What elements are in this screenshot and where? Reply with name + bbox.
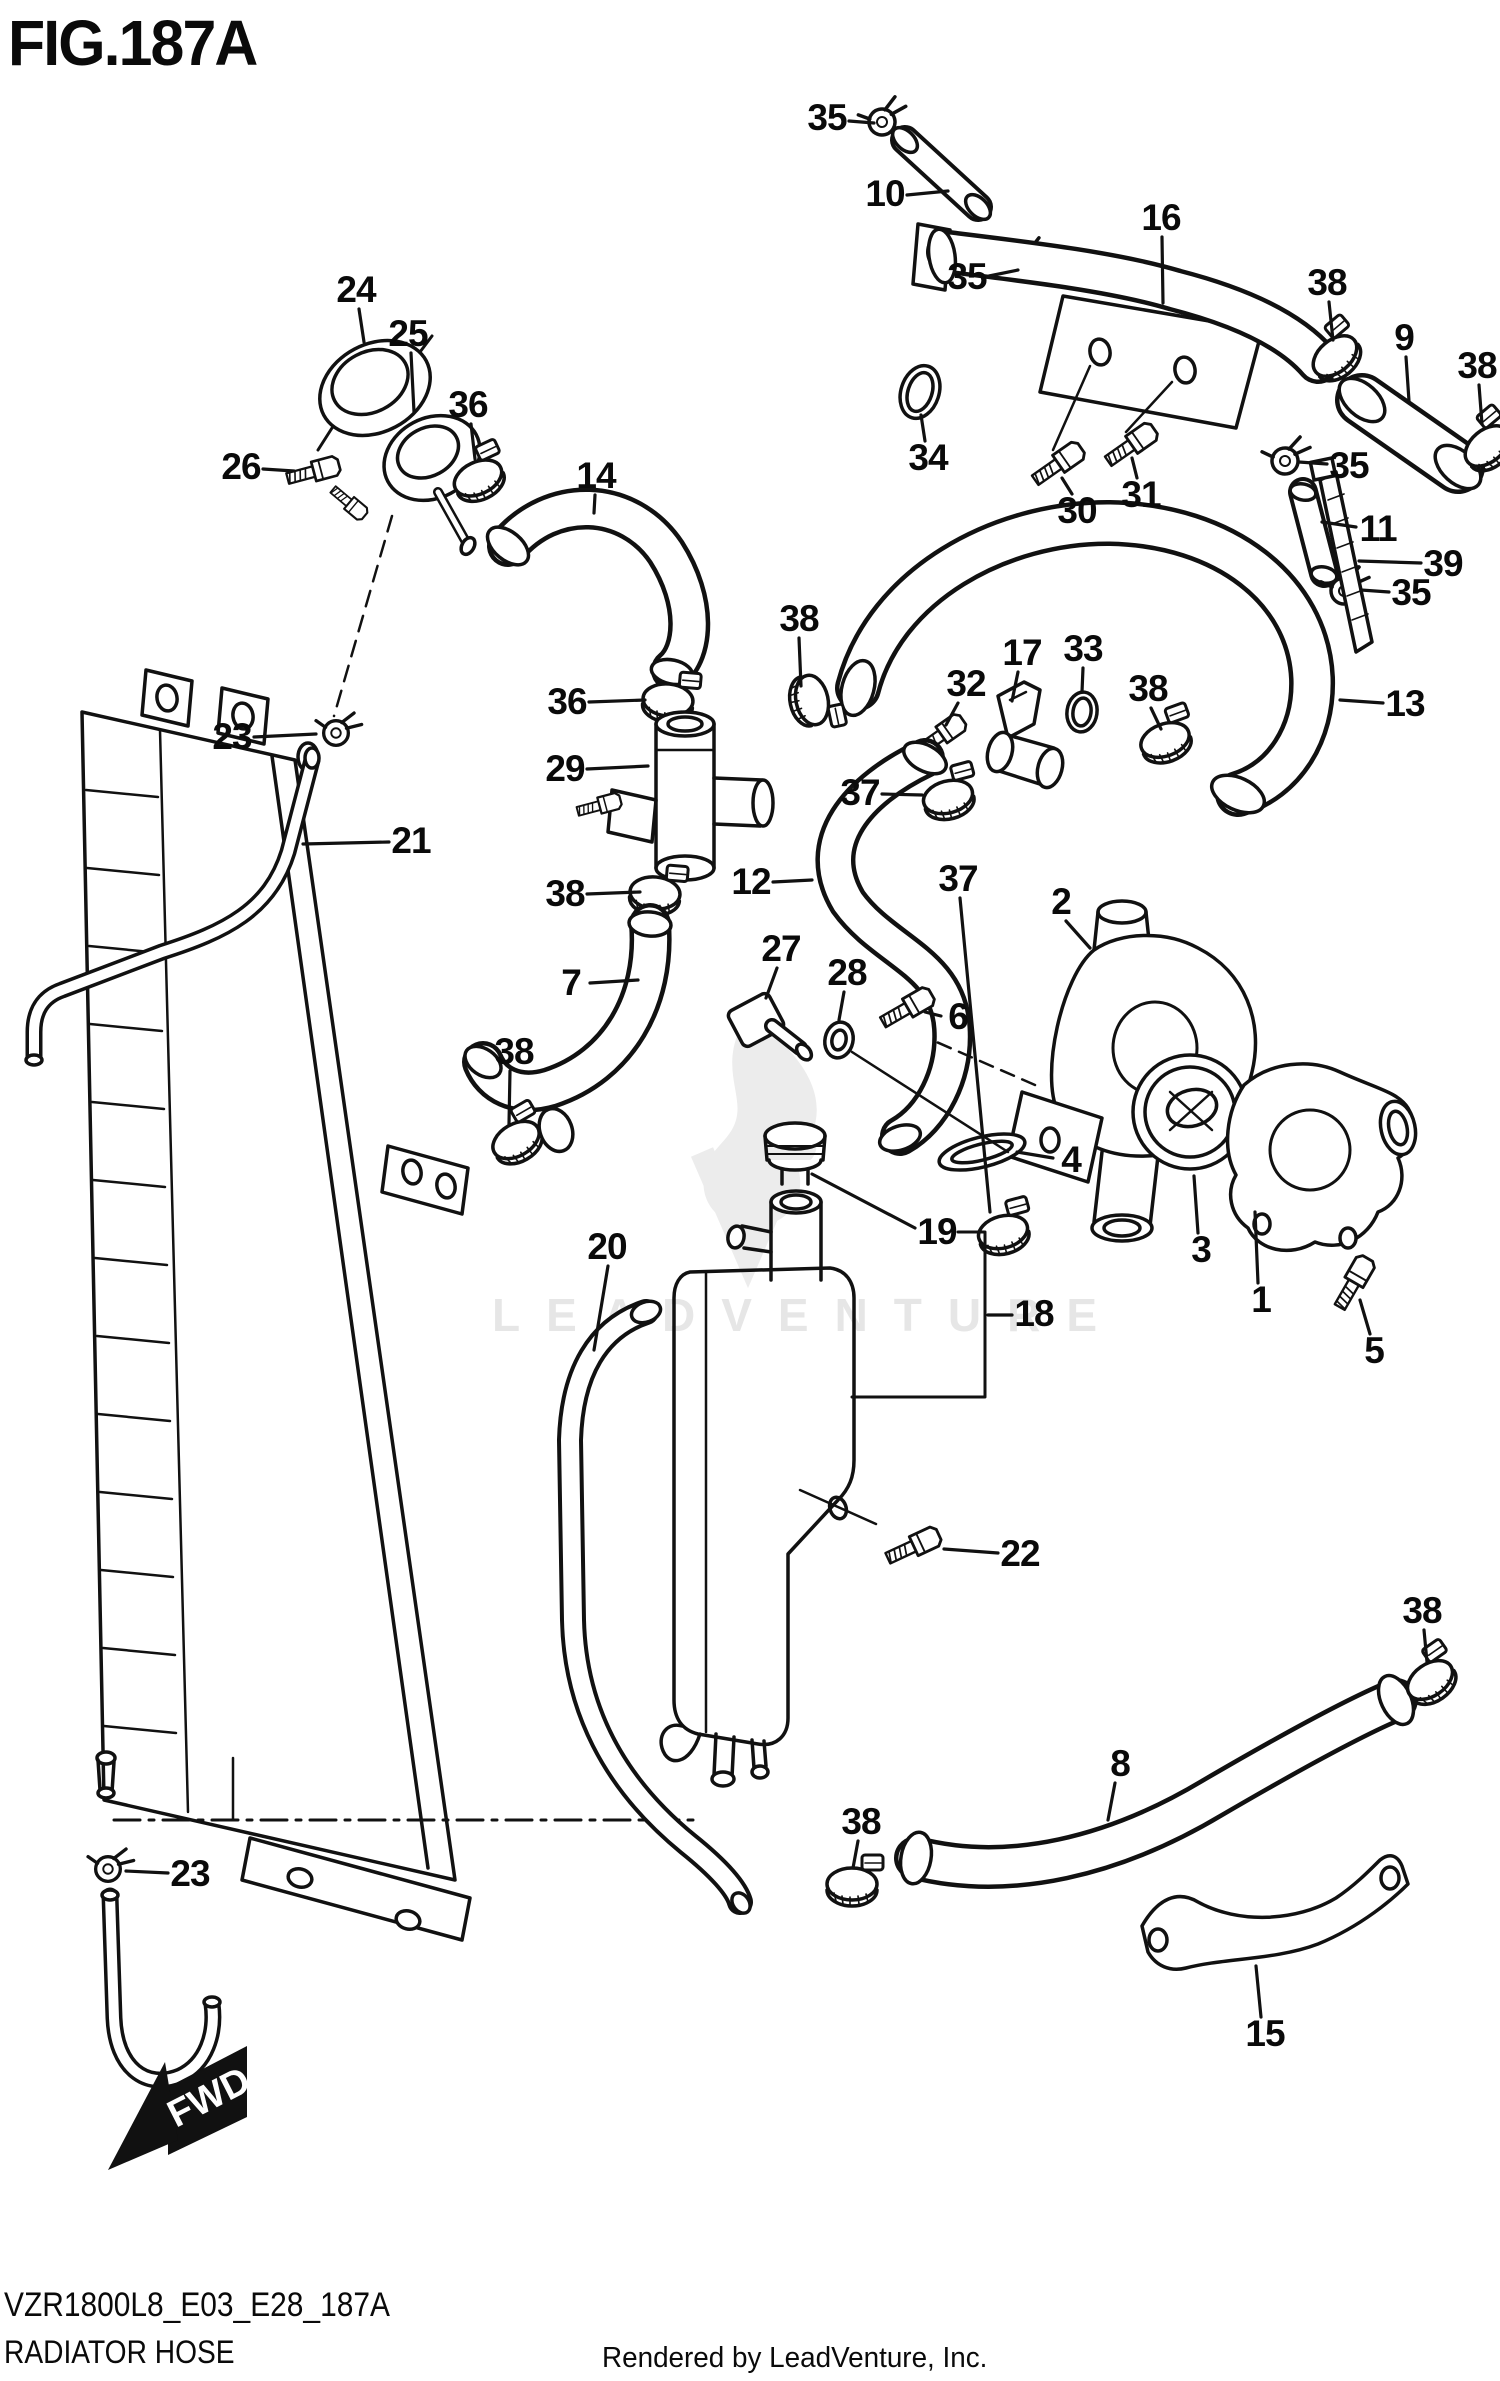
leader-line-35-12 (1297, 460, 1329, 466)
hose-20 (557, 1299, 753, 1915)
pipe-11 (1288, 477, 1339, 588)
leader-line-37-28 (880, 792, 924, 797)
leader-line-37-31 (958, 896, 992, 1214)
leader-line-21-29 (301, 840, 391, 846)
leader-line-35-18 (1359, 588, 1391, 594)
pipe-16-assembly (911, 222, 1340, 452)
leader-line-28-35 (837, 990, 846, 1022)
clamp-35e-icon (1258, 433, 1316, 480)
leader-line-9-7 (1404, 355, 1411, 403)
pipe-9 (1335, 373, 1485, 494)
leader-line-8-48 (1106, 1781, 1117, 1822)
clamp-23b-icon (86, 1847, 136, 1884)
leader-line-3-42 (1192, 1174, 1200, 1235)
leader-line-6-37 (923, 1010, 943, 1018)
footer-part-code: VZR1800L8_E03_E28_187A (4, 2286, 390, 2324)
thermostat-cover-1 (1225, 1062, 1418, 1253)
bracket-15 (1140, 1854, 1410, 1971)
leader-line-38-4 (1327, 300, 1335, 342)
leader-lines (124, 119, 1484, 2019)
leader-line-35-3 (987, 268, 1020, 278)
leader-line-38-19 (797, 636, 803, 688)
leader-line-12-30 (771, 878, 814, 884)
leader-line-27-34 (764, 966, 779, 1000)
hose-13 (835, 499, 1336, 817)
leader-line-33-21 (1080, 666, 1085, 694)
bracket-18-19 (850, 1230, 987, 1399)
leader-line-36-9 (469, 422, 477, 461)
leader-line-23-26 (252, 732, 318, 739)
leader-line-2-32 (1064, 919, 1092, 950)
clamp-23a-icon (314, 711, 364, 748)
leader-line-17-20 (1010, 670, 1020, 703)
leader-line-5-45 (1358, 1298, 1372, 1336)
leader-line-22-46 (942, 1547, 1000, 1555)
footer-rendered-by: Rendered by LeadVenture, Inc. (602, 2342, 988, 2374)
leader-line-38-8 (1477, 383, 1484, 426)
hose-12 (815, 738, 973, 1156)
leader-line-4-39 (1015, 1150, 1055, 1160)
leader-line-19-41 (810, 1172, 917, 1230)
radiator-inlet-stub (537, 1106, 575, 1154)
footer-figure-name: RADIATOR HOSE (4, 2334, 235, 2370)
hose-14 (485, 487, 711, 691)
bolt-5-icon (1328, 1251, 1379, 1314)
clamp-37b-icon (969, 1194, 1041, 1262)
leader-line-25-6 (409, 351, 416, 414)
leader-line-15-51 (1254, 1964, 1263, 2019)
leader-line-36-24 (587, 698, 647, 704)
leader-line-23-50 (124, 1869, 170, 1875)
leader-line-38-23 (1149, 706, 1163, 731)
leader-line-16-2 (1160, 235, 1165, 305)
bolt-30-icon (1027, 437, 1089, 491)
reservoir-cap-19 (763, 1121, 827, 1186)
leader-line-11-16 (1320, 520, 1358, 529)
radiator-cap (316, 334, 482, 557)
leader-line-35-0 (847, 119, 876, 125)
hose-7 (462, 903, 673, 1113)
leader-line-34-11 (919, 413, 927, 443)
leader-line-24-5 (357, 307, 366, 344)
leader-line-38-49 (851, 1839, 860, 1870)
o-ring-33 (1065, 690, 1099, 734)
screw-26-icon (326, 482, 371, 524)
o-ring-34 (898, 363, 942, 421)
leader-line-26-10 (261, 467, 296, 473)
leader-line-38-38 (507, 1069, 512, 1126)
leader-line-13-25 (1338, 698, 1385, 705)
leader-line-31-14 (1130, 456, 1139, 480)
leader-line-32-22 (944, 701, 960, 727)
leader-line-1-43 (1253, 1210, 1260, 1285)
leader-line-29-27 (585, 764, 650, 771)
leader-line-14-13 (592, 493, 597, 515)
joint-17 (985, 680, 1065, 790)
washer-28 (823, 1020, 855, 1060)
hose-8 (894, 1673, 1418, 1889)
bolt-6-icon (876, 983, 939, 1034)
pipe-10 (890, 125, 993, 222)
leader-line-38-47 (1422, 1628, 1429, 1664)
leader-line-30-15 (1060, 476, 1074, 496)
leadventure-flame-logo (690, 1014, 817, 1289)
reservoir-tank (659, 1189, 878, 1788)
reference-lines (112, 514, 702, 1822)
bolt-22-icon (881, 1523, 945, 1570)
pipe-21 (24, 746, 321, 1067)
leader-line-38-33 (585, 890, 642, 896)
clamp-38-17-icon (1129, 700, 1204, 771)
leader-line-7-36 (588, 978, 640, 985)
fitting-29 (606, 710, 775, 882)
leader-line-10-1 (905, 189, 950, 197)
overflow-hose-bottom (100, 1887, 222, 2089)
figure-title: FIG.187A (8, 7, 258, 79)
leader-line-39-17 (1357, 559, 1423, 565)
leader-line-20-40 (592, 1264, 610, 1352)
